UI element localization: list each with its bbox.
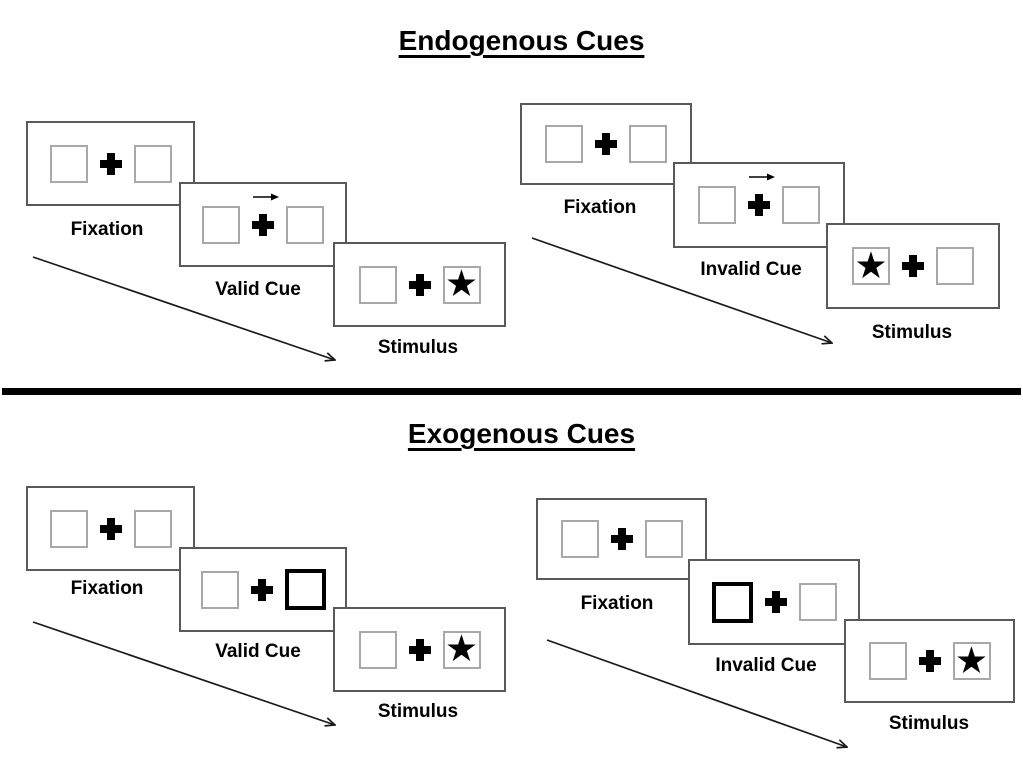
right-box	[629, 125, 667, 163]
right-box	[286, 205, 324, 244]
fixation-cross	[917, 642, 943, 680]
right-arrow-icon	[749, 173, 775, 181]
card-label-stimulus: Stimulus	[377, 701, 459, 722]
fixation-cross	[763, 583, 789, 621]
right-box	[644, 520, 683, 558]
plus-icon	[902, 255, 924, 277]
fixation-cross	[249, 571, 275, 609]
star-icon: ★	[954, 638, 989, 682]
section-title-text: Endogenous Cues	[398, 25, 645, 56]
card-label-cue: Invalid Cue	[715, 655, 817, 676]
left-box	[200, 570, 239, 609]
section-divider	[2, 388, 1021, 395]
card-label-stimulus: Stimulus	[377, 337, 459, 358]
plus-icon	[408, 273, 431, 296]
right-box-with-star: ★	[952, 638, 991, 682]
cue-card	[179, 182, 347, 267]
cue-card	[673, 162, 845, 248]
card-label-stimulus: Stimulus	[871, 322, 953, 343]
star-icon: ★	[444, 627, 479, 670]
stimulus-card: ★	[333, 242, 506, 327]
time-arrow-endogenous-invalid	[531, 237, 832, 343]
fixation-card	[536, 498, 707, 580]
right-box	[133, 509, 172, 548]
left-box	[358, 630, 397, 669]
left-box	[49, 509, 88, 548]
plus-icon	[748, 194, 770, 216]
card-label-stimulus: Stimulus	[888, 713, 970, 734]
plus-icon	[250, 578, 273, 601]
right-box-with-star: ★	[442, 262, 481, 305]
fixation-cross	[609, 520, 635, 558]
star-icon: ★	[854, 243, 888, 287]
left-box-with-star: ★	[852, 247, 890, 285]
left-box	[49, 144, 88, 183]
fixation-card	[26, 486, 195, 571]
plus-icon	[764, 591, 787, 613]
plus-icon	[610, 528, 633, 550]
fixation-cross	[98, 145, 124, 183]
plus-icon	[252, 213, 274, 236]
right-box	[782, 186, 820, 224]
cue-card	[179, 547, 347, 632]
star-icon: ★	[444, 262, 479, 305]
stimulus-card: ★	[844, 619, 1015, 703]
page-title: Exogenous Cues	[20, 417, 1023, 451]
card-label-cue: Valid Cue	[215, 641, 301, 662]
plus-icon	[99, 152, 122, 175]
card-label-cue: Valid Cue	[215, 279, 301, 300]
left-box	[698, 186, 736, 224]
right-arrow-icon	[253, 193, 279, 200]
right-box-cue-highlight	[284, 569, 326, 610]
right-box-with-star: ★	[442, 627, 481, 670]
plus-icon	[408, 638, 431, 661]
section-title-text: Exogenous Cues	[407, 418, 636, 449]
plus-icon	[99, 517, 122, 540]
fixation-cross	[746, 173, 775, 224]
right-box	[133, 144, 172, 183]
card-label-cue: Invalid Cue	[700, 259, 802, 280]
plus-icon	[595, 133, 617, 155]
fixation-cross	[900, 247, 926, 285]
right-box	[936, 247, 974, 285]
fixation-cross	[98, 510, 124, 548]
left-box	[868, 642, 907, 680]
right-box	[798, 583, 837, 621]
fixation-cross	[407, 631, 433, 669]
fixation-cross	[593, 125, 619, 163]
card-label-fixation: Fixation	[70, 578, 144, 599]
fixation-cross	[250, 193, 279, 244]
card-label-fixation: Fixation	[580, 593, 654, 614]
stimulus-card: ★	[826, 223, 1000, 309]
time-arrow-endogenous-valid	[32, 256, 335, 360]
left-box	[560, 520, 599, 558]
left-box-cue-highlight	[711, 581, 753, 623]
fixation-card	[520, 103, 692, 185]
fixation-card	[26, 121, 195, 206]
cue-card	[688, 559, 860, 645]
page-title: Endogenous Cues	[20, 24, 1023, 58]
left-box	[358, 265, 397, 304]
fixation-cross	[407, 266, 433, 304]
left-box	[202, 205, 240, 244]
plus-icon	[918, 650, 941, 672]
time-arrow-exogenous-valid	[32, 621, 335, 725]
stimulus-card: ★	[333, 607, 506, 692]
card-label-fixation: Fixation	[563, 197, 637, 218]
card-label-fixation: Fixation	[70, 219, 144, 240]
left-box	[545, 125, 583, 163]
